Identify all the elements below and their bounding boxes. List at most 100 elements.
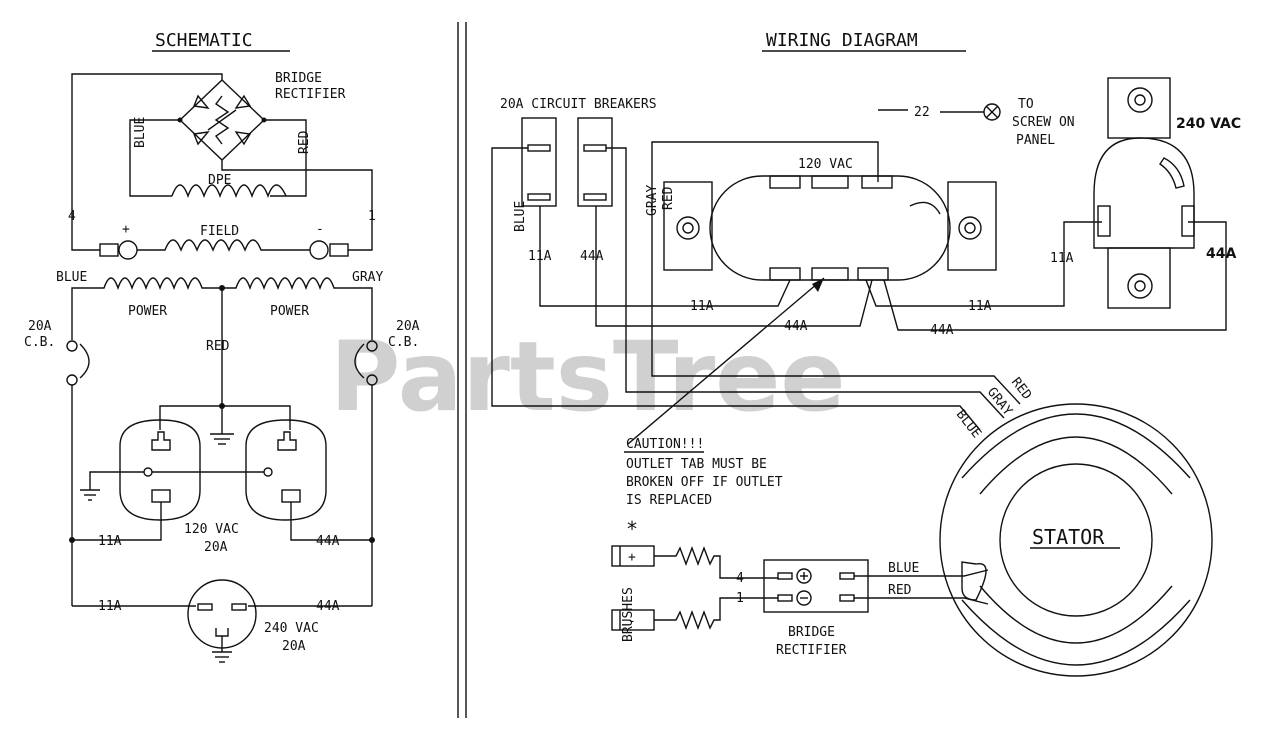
power-label-right: POWER (270, 304, 309, 319)
cb-label-right: 20A (396, 319, 420, 334)
wire-label-44a: 44A (580, 249, 604, 264)
dpe-coil (171, 184, 287, 199)
brush-minus-label: - (316, 222, 324, 237)
brush-plus-label: + (122, 222, 130, 237)
wire-number-22: 22 (914, 105, 930, 120)
wire-label-44a-right: 44A (930, 323, 954, 338)
brush-minus-sign: - (628, 614, 636, 629)
power-winding-right (222, 277, 373, 296)
asterisk: * (626, 517, 638, 541)
wire-label-gray-right: GRAY (352, 270, 383, 285)
wire-label-red-mid: RED (206, 339, 230, 354)
wire-label-44a: 44A (316, 534, 340, 549)
terminal-1: 1 (736, 591, 744, 606)
wire-label-44a-far: 44A (1206, 246, 1236, 262)
breaker-arc (354, 343, 365, 379)
wire-11a-right (865, 221, 1102, 307)
wire-red (651, 141, 1021, 405)
caution-text: BROKEN OFF IF OUTLET (626, 475, 783, 490)
wire-44a (595, 206, 873, 327)
breaker-contact (66, 374, 78, 386)
wire-11a (539, 206, 791, 307)
outlet-120-voltage: 120 VAC (184, 522, 239, 537)
stator-label: STATOR (1032, 525, 1105, 549)
circuit-breaker-44a (577, 117, 613, 207)
wiring-title: WIRING DIAGRAM (766, 30, 918, 51)
wire-label-red: RED (661, 186, 676, 210)
bridge-rectifier-symbol (177, 79, 267, 161)
wire (221, 160, 373, 251)
bridge-label: BRIDGE (275, 71, 322, 86)
breaker-arc (79, 343, 90, 379)
schematic-section: SCHEMATIC BRIDGE RECTIFIER BLUE RED DPE … (24, 30, 420, 663)
ground-screw-icon (983, 103, 1001, 121)
outlet-120v-left (119, 419, 201, 521)
duplex-outlet-120v (663, 175, 997, 281)
resistor-minus (654, 597, 746, 630)
caution-text: OUTLET TAB MUST BE (626, 457, 767, 472)
schematic-title: SCHEMATIC (155, 30, 253, 51)
field-label: FIELD (200, 224, 239, 239)
terminal-4: 4 (736, 571, 744, 586)
screw-label: PANEL (1016, 133, 1055, 148)
terminal-1: 1 (368, 209, 376, 224)
resistor-plus (654, 546, 746, 579)
wire (264, 119, 307, 197)
cb-label-left: 20A (28, 319, 52, 334)
power-winding-left (71, 277, 222, 296)
wire-label-44a-bottom: 44A (316, 599, 340, 614)
stator-wire-red: RED (1008, 375, 1034, 403)
wire (71, 73, 223, 251)
wire-label-blue: BLUE (513, 201, 528, 232)
wire-label-red: RED (297, 130, 312, 154)
wire (129, 119, 180, 197)
circuit-breaker-11a (521, 117, 557, 207)
stator (939, 403, 1213, 677)
bridge-rectifier-block (763, 559, 869, 613)
screw-label: TO (1018, 97, 1034, 112)
voltage-120-label: 120 VAC (798, 157, 853, 172)
cb-label-right: C.B. (388, 335, 419, 350)
outlet-120v-right (245, 419, 327, 521)
wire-label-11a-right: 11A (968, 299, 992, 314)
watermark: PartsTree (330, 321, 845, 433)
dpe-label: DPE (208, 173, 231, 188)
wire-label-44a-mid: 44A (784, 319, 808, 334)
outlet-240v (1093, 77, 1195, 309)
voltage-240-label: 240 VAC (1176, 116, 1241, 132)
wire-label-blue: BLUE (133, 117, 148, 148)
rectifier-wire-red: RED (888, 583, 912, 598)
outlet-240-amps: 20A (282, 639, 306, 654)
rectifier-label: BRIDGE (788, 625, 835, 640)
rectifier-wire-blue: BLUE (888, 561, 919, 576)
brush-plus-sign: + (628, 550, 636, 565)
stator-wire-blue: BLUE (953, 407, 984, 441)
wire-label-11a-mid: 11A (690, 299, 714, 314)
cb-label-left: C.B. (24, 335, 55, 350)
power-label-left: POWER (128, 304, 167, 319)
wire-44a-right (883, 221, 1227, 331)
field-coil (137, 239, 310, 252)
caution-text: IS REPLACED (626, 493, 712, 508)
wire-label-11a: 11A (98, 534, 122, 549)
breaker-contact (366, 340, 378, 352)
bridge-label: RECTIFIER (275, 87, 346, 102)
wire-gray (606, 147, 1005, 419)
outlet-120-amps: 20A (204, 540, 228, 555)
wire-label-blue-left: BLUE (56, 270, 87, 285)
caution-text: CAUTION!!! (626, 437, 704, 452)
wire-label-11a-bottom: 11A (98, 599, 122, 614)
outlet-240-voltage: 240 VAC (264, 621, 319, 636)
screw-label: SCREW ON (1012, 115, 1075, 130)
wire-blue (491, 147, 981, 431)
terminal-4: 4 (68, 209, 76, 224)
slip-ring (118, 240, 138, 260)
brush-minus (329, 243, 349, 257)
caution-arrow (627, 277, 825, 445)
brushes-label: BRUSHES (621, 587, 636, 642)
brush-plus (99, 243, 119, 257)
slip-ring (309, 240, 329, 260)
rectifier-label: RECTIFIER (776, 643, 847, 658)
outlet-240v (187, 579, 257, 663)
